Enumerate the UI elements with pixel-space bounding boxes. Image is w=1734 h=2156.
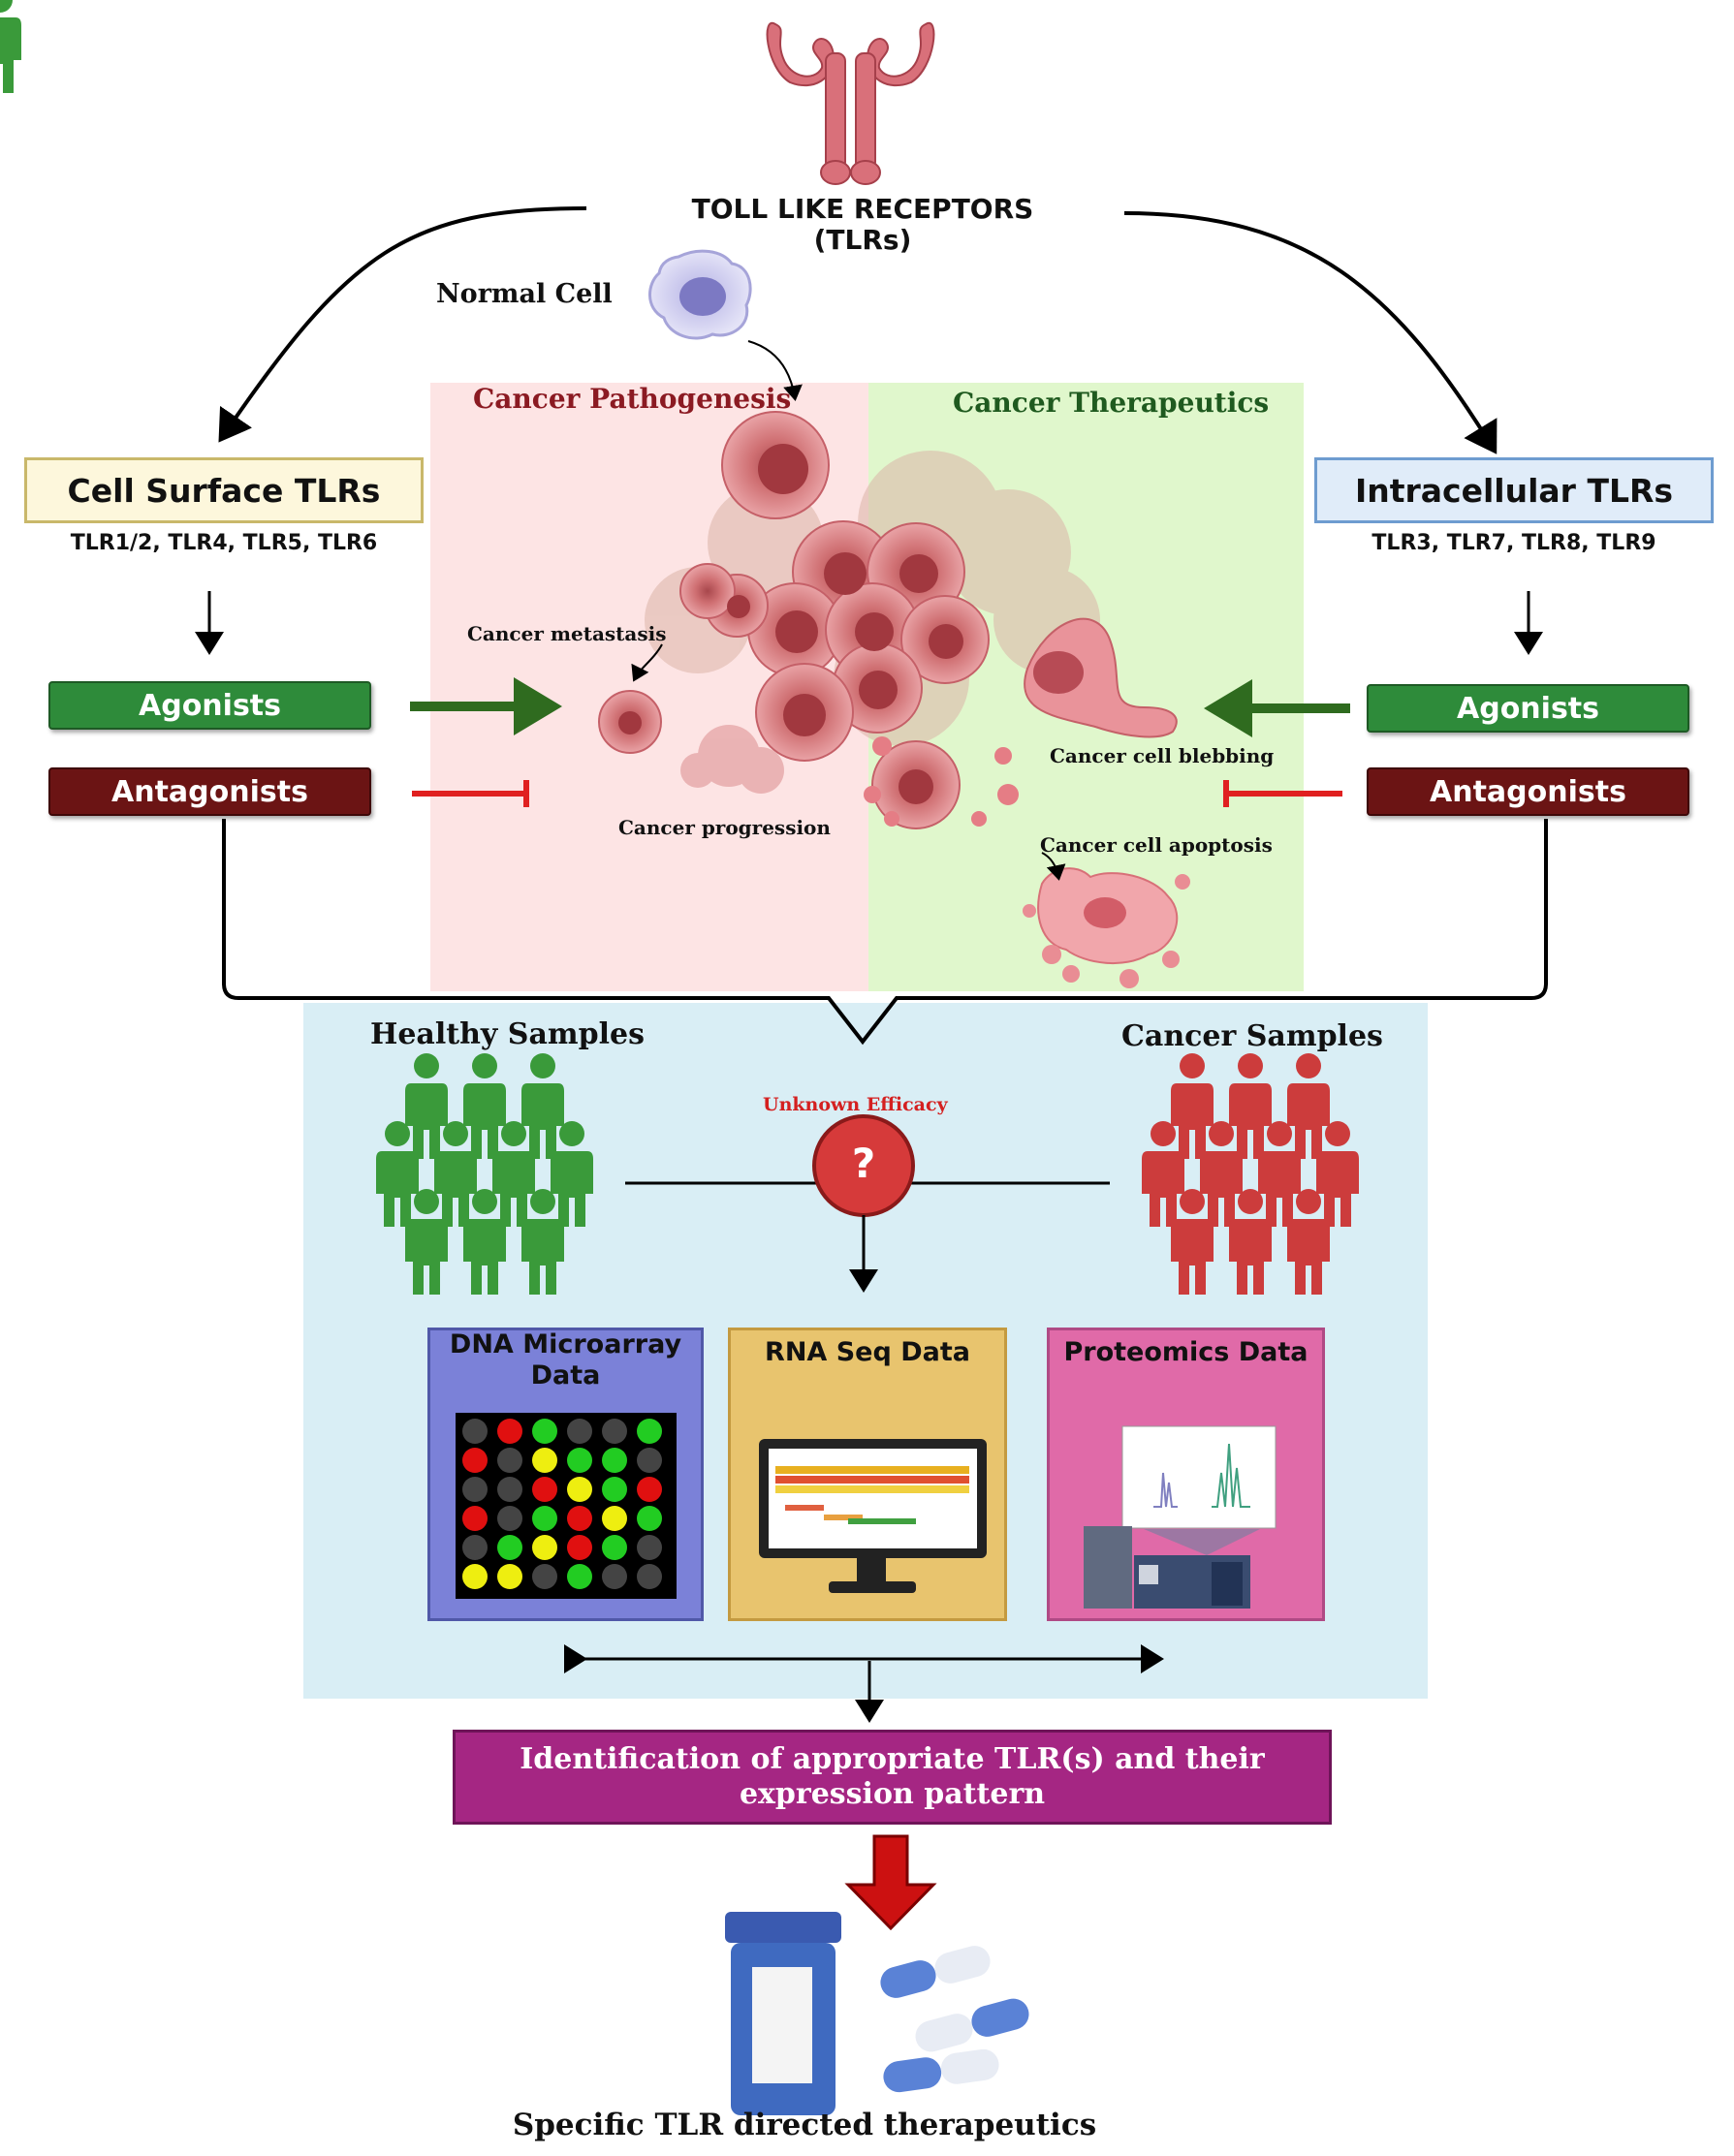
microarray-spot	[497, 1419, 522, 1444]
microarray-spot	[602, 1477, 627, 1502]
cell-surface-tlrs-box: Cell Surface TLRs	[24, 457, 424, 523]
healthy-samples-label: Healthy Samples	[370, 1017, 646, 1051]
apoptosis-label: Cancer cell apoptosis	[1040, 833, 1273, 857]
intracellular-tlr-members: TLR3, TLR7, TLR8, TLR9	[1371, 531, 1656, 555]
microarray-spot	[497, 1506, 522, 1531]
final-label: Specific TLR directed therapeutics	[512, 2108, 1097, 2142]
microarray-spot	[462, 1506, 488, 1531]
left-agonists-box: Agonists	[48, 681, 371, 730]
microarray-spot	[532, 1506, 557, 1531]
microarray-spot	[637, 1564, 662, 1589]
microarray-title: DNA Microarray Data	[427, 1329, 704, 1391]
microarray-spot	[602, 1564, 627, 1589]
cell-surface-tlr-members: TLR1/2, TLR4, TLR5, TLR6	[70, 531, 378, 555]
tumor-cluster-icon	[598, 411, 1178, 829]
microarray-spot	[497, 1448, 522, 1473]
tlr-receptor-icon	[766, 21, 935, 185]
microarray-spot	[497, 1477, 522, 1502]
microarray-spot	[497, 1564, 522, 1589]
receptor-title-line2: (TLRs)	[813, 224, 912, 256]
capsule-icons	[880, 1946, 1029, 2093]
microarray-spot	[532, 1448, 557, 1473]
identification-box: Identification of appropriate TLR(s) and…	[453, 1730, 1332, 1825]
red-down-arrow-icon	[844, 1834, 937, 1931]
microarray-spot	[602, 1535, 627, 1560]
left-antagonists-box: Antagonists	[48, 767, 371, 816]
intracellular-tlrs-title: Intracellular TLRs	[1354, 471, 1674, 510]
microarray-spot	[532, 1419, 557, 1444]
microarray-spot	[637, 1419, 662, 1444]
cancer-samples-label: Cancer Samples	[1121, 1019, 1383, 1053]
microarray-spot	[462, 1535, 488, 1560]
right-agonists-box: Agonists	[1367, 684, 1689, 733]
microarray-spot	[532, 1564, 557, 1589]
microarray-spot	[462, 1477, 488, 1502]
microarray-spot	[567, 1419, 592, 1444]
receptor-title-line1: TOLL LIKE RECEPTORS	[691, 193, 1034, 225]
pill-bottle-icon	[725, 1912, 841, 2115]
healthy-people-icon	[0, 0, 593, 1295]
microarray-spot	[637, 1506, 662, 1531]
identification-line1: Identification of appropriate TLR(s) and…	[520, 1742, 1265, 1776]
microarray-spot	[637, 1535, 662, 1560]
identification-line2: expression pattern	[739, 1777, 1046, 1811]
unknown-efficacy-label: Unknown Efficacy	[763, 1094, 948, 1115]
microarray-spot	[602, 1419, 627, 1444]
right-agonists-label: Agonists	[1457, 691, 1599, 726]
blebbing-label: Cancer cell blebbing	[1050, 744, 1275, 767]
rnaseq-title: RNA Seq Data	[765, 1337, 970, 1367]
microarray-spot	[462, 1564, 488, 1589]
apoptosis-icon	[1023, 867, 1190, 988]
monitor-icon-front	[759, 1439, 987, 1593]
microarray-spot	[637, 1477, 662, 1502]
microarray-spot	[602, 1506, 627, 1531]
microarray-spot	[532, 1477, 557, 1502]
microarray-spot	[602, 1448, 627, 1473]
microarray-spot	[567, 1564, 592, 1589]
microarray-spot	[462, 1419, 488, 1444]
progression-label: Cancer progression	[618, 816, 831, 839]
normal-cell-icon	[648, 249, 752, 340]
proteomics-title: Proteomics Data	[1063, 1337, 1308, 1367]
receptor-title: TOLL LIKE RECEPTORS (TLRs)	[640, 194, 1086, 256]
metastasis-label: Cancer metastasis	[467, 622, 667, 645]
microarray-spot	[532, 1535, 557, 1560]
microarray-spot	[567, 1477, 592, 1502]
microarray-title-line2: Data	[530, 1360, 601, 1390]
microarray-spot	[567, 1535, 592, 1560]
question-mark: ?	[851, 1140, 876, 1187]
microarray-spot	[567, 1448, 592, 1473]
microarray-grid	[456, 1413, 677, 1599]
right-antagonists-label: Antagonists	[1430, 774, 1626, 809]
microarray-spot	[462, 1448, 488, 1473]
cell-surface-tlrs-title: Cell Surface TLRs	[67, 471, 381, 510]
pathogenesis-title: Cancer Pathogenesis	[473, 383, 792, 415]
intracellular-tlrs-box: Intracellular TLRs	[1314, 457, 1714, 523]
left-antagonists-label: Antagonists	[111, 774, 308, 809]
normal-cell-label: Normal Cell	[436, 279, 613, 309]
microarray-spot	[567, 1506, 592, 1531]
right-antagonists-box: Antagonists	[1367, 767, 1689, 816]
microarray-spot	[497, 1535, 522, 1560]
microarray-title-line1: DNA Microarray	[449, 1329, 682, 1359]
microarray-spot	[637, 1448, 662, 1473]
left-agonists-label: Agonists	[139, 688, 281, 723]
therapeutics-title: Cancer Therapeutics	[953, 387, 1270, 419]
mass-spectrometer-icon-front	[1084, 1425, 1277, 1609]
